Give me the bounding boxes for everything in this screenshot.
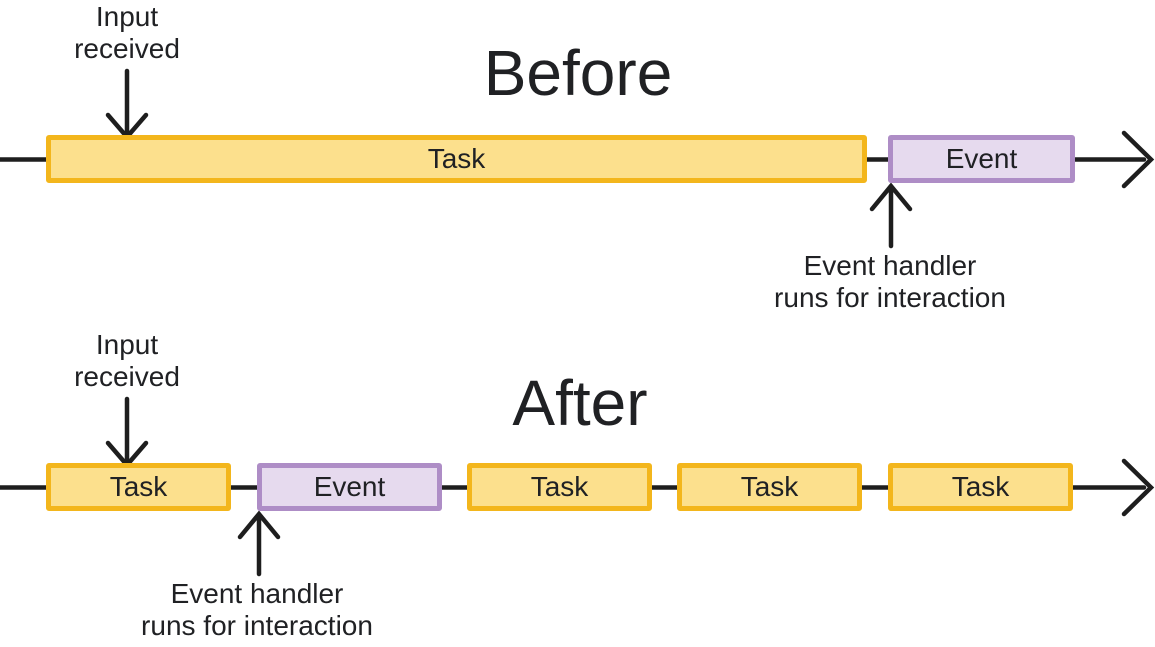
event-handler-line2: runs for interaction [774, 282, 1006, 313]
task-bar-label: Task [109, 471, 168, 502]
event-handler-label: Event handler runs for interaction [750, 250, 1030, 314]
task-bar-label: Task [427, 143, 486, 174]
input-received-line1: Input [95, 329, 159, 360]
task-bar: Task [46, 135, 867, 183]
input-received-line1: Input [95, 1, 159, 32]
event-bar: Event [257, 463, 442, 511]
event-bar-label: Event [313, 471, 386, 502]
before-title: Before [483, 37, 673, 109]
task-bar: Task [46, 463, 231, 511]
input-received-line2: received [74, 361, 180, 392]
task-bar-label: Task [951, 471, 1010, 502]
task-bar: Task [888, 463, 1073, 511]
input-arrow-icon [105, 68, 149, 141]
handler-arrow-icon [237, 510, 281, 577]
handler-arrow-icon [869, 182, 913, 249]
task-bar: Task [677, 463, 862, 511]
task-bar: Task [467, 463, 652, 511]
event-bar: Event [888, 135, 1075, 183]
event-bar-label: Event [945, 143, 1018, 174]
input-received-line2: received [74, 33, 180, 64]
input-arrow-icon [105, 396, 149, 469]
event-handler-line1: Event handler [803, 250, 977, 281]
after-title: After [512, 367, 648, 439]
event-handler-line2: runs for interaction [141, 610, 373, 641]
task-bar-label: Task [740, 471, 799, 502]
timeline-arrowhead-icon [1121, 458, 1155, 517]
event-handler-label: Event handler runs for interaction [117, 578, 397, 642]
input-received-label: Input received [17, 329, 237, 393]
timeline-arrowhead-icon [1121, 130, 1155, 189]
input-received-label: Input received [17, 1, 237, 65]
event-handler-line1: Event handler [170, 578, 344, 609]
task-bar-label: Task [530, 471, 589, 502]
